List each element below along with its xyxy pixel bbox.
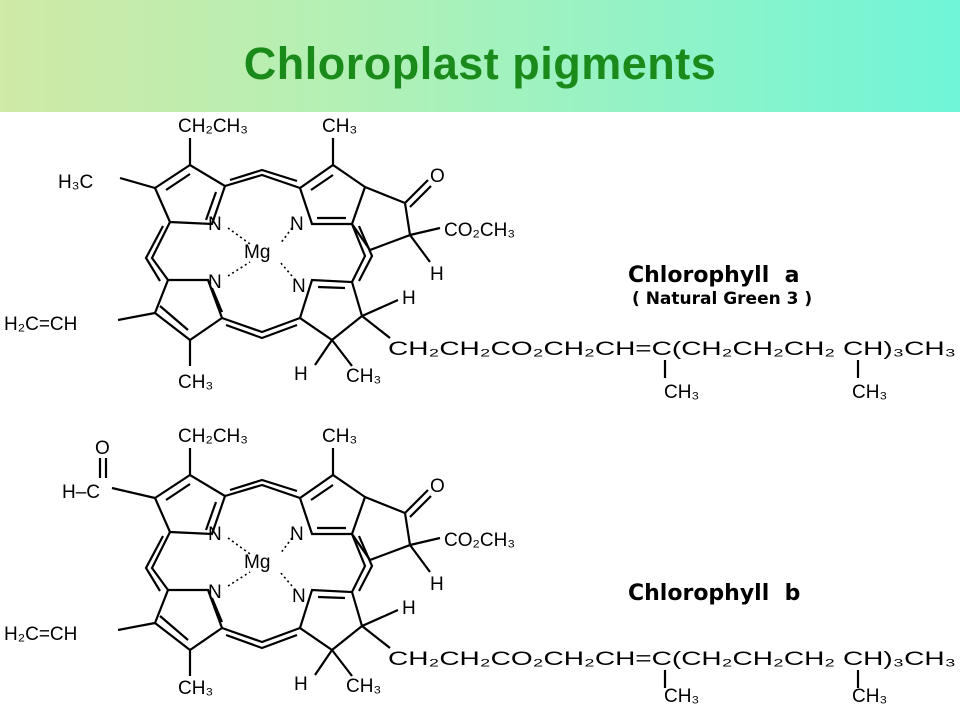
chlorophyll-b-nitrogen-3: N [208, 582, 222, 603]
chlorophyll-b-branch-methyl-1: CH₃ [664, 686, 699, 707]
chlorophyll-b-magnesium: Mg [244, 552, 270, 573]
chlorophyll-a-ester: CO₂CH₃ [444, 220, 515, 241]
chlorophyll-b-nitrogen-2: N [290, 524, 304, 545]
chlorophyll-b-methyl-bottom: CH₃ [178, 678, 213, 699]
chlorophyll-a-methyl-ring: CH₃ [346, 366, 381, 387]
chlorophyll-a-branch-methyl-1: CH₃ [664, 382, 699, 403]
chlorophyll-a-name: Chlorophyll a [628, 263, 799, 288]
chlorophyll-b-branch-methyl-2: CH₃ [852, 686, 887, 707]
chlorophyll-a-phytyl-chain: CH₂CH₂CO₂CH₂CH=C(CH₂CH₂CH₂ CH)₃CH₃ [388, 339, 956, 360]
chlorophyll-b-formyl-oxygen: O [95, 438, 110, 459]
chlorophyll-b-methyl-top: CH₃ [322, 426, 357, 447]
chlorophyll-a-methyl-bottom: CH₃ [178, 372, 213, 393]
chlorophyll-a-ketone-oxygen: O [430, 166, 445, 187]
chlorophyll-b-coordination [227, 537, 293, 587]
chlorophyll-a-methyl-top: CH₃ [322, 116, 357, 137]
chlorophyll-a-alias: ( Natural Green 3 ) [632, 289, 812, 309]
chlorophyll-b-ethyl: CH₂CH₃ [178, 426, 248, 447]
chlorophyll-b-hydrogen-bottom: H [294, 674, 308, 695]
chlorophyll-b-ester: CO₂CH₃ [444, 530, 515, 551]
chlorophyll-a-ethyl: CH₂CH₃ [178, 116, 248, 137]
chlorophyll-a-branch-methyl-2: CH₃ [852, 382, 887, 403]
slide-title: Chloroplast pigments [243, 38, 717, 89]
chlorophyll-a-coordination [227, 227, 293, 277]
chlorophyll-a-nitrogen-3: N [208, 272, 222, 293]
chlorophyll-b-nitrogen-1: N [208, 524, 222, 545]
chlorophyll-b-ketone-oxygen: O [430, 476, 445, 497]
chlorophyll-b-hydrogen-right: H [402, 598, 416, 619]
chlorophyll-a-structure: CH₂CH₃ CH₃ H₃C H₂C=CH O CO₂CH₃ H N N N N… [4, 116, 956, 403]
chlorophyll-b-bonds [98, 448, 860, 688]
chlorophyll-a-ring-hydrogen: H [430, 264, 444, 285]
chlorophyll-b-ring-hydrogen: H [430, 574, 444, 595]
chlorophyll-a-left-substituent: H₃C [58, 172, 93, 193]
chlorophyll-a-hydrogen-right: H [402, 288, 416, 309]
chlorophyll-a-vinyl: H₂C=CH [4, 314, 77, 335]
chlorophyll-b-nitrogen-4: N [292, 586, 306, 607]
chlorophyll-b-methyl-ring: CH₃ [346, 676, 381, 697]
chlorophyll-b-vinyl: H₂C=CH [4, 624, 77, 645]
chlorophyll-a-magnesium: Mg [244, 242, 270, 263]
chlorophyll-b-name: Chlorophyll b [628, 581, 800, 606]
chlorophyll-b-phytyl-chain: CH₂CH₂CO₂CH₂CH=C(CH₂CH₂CH₂ CH)₃CH₃ [388, 649, 956, 670]
title-banner [0, 0, 960, 112]
chlorophyll-a-bonds [117, 138, 860, 378]
chlorophyll-a-hydrogen-bottom: H [294, 364, 308, 385]
chlorophyll-a-nitrogen-1: N [208, 214, 222, 235]
chlorophyll-b-formyl-hydrogen: H–C [62, 482, 100, 503]
chlorophyll-a-nitrogen-2: N [290, 214, 304, 235]
chlorophyll-a-nitrogen-4: N [292, 276, 306, 297]
chlorophyll-b-structure: CH₂CH₃ CH₃ O H–C H₂C=CH O CO₂CH₃ H N N N… [4, 426, 956, 707]
